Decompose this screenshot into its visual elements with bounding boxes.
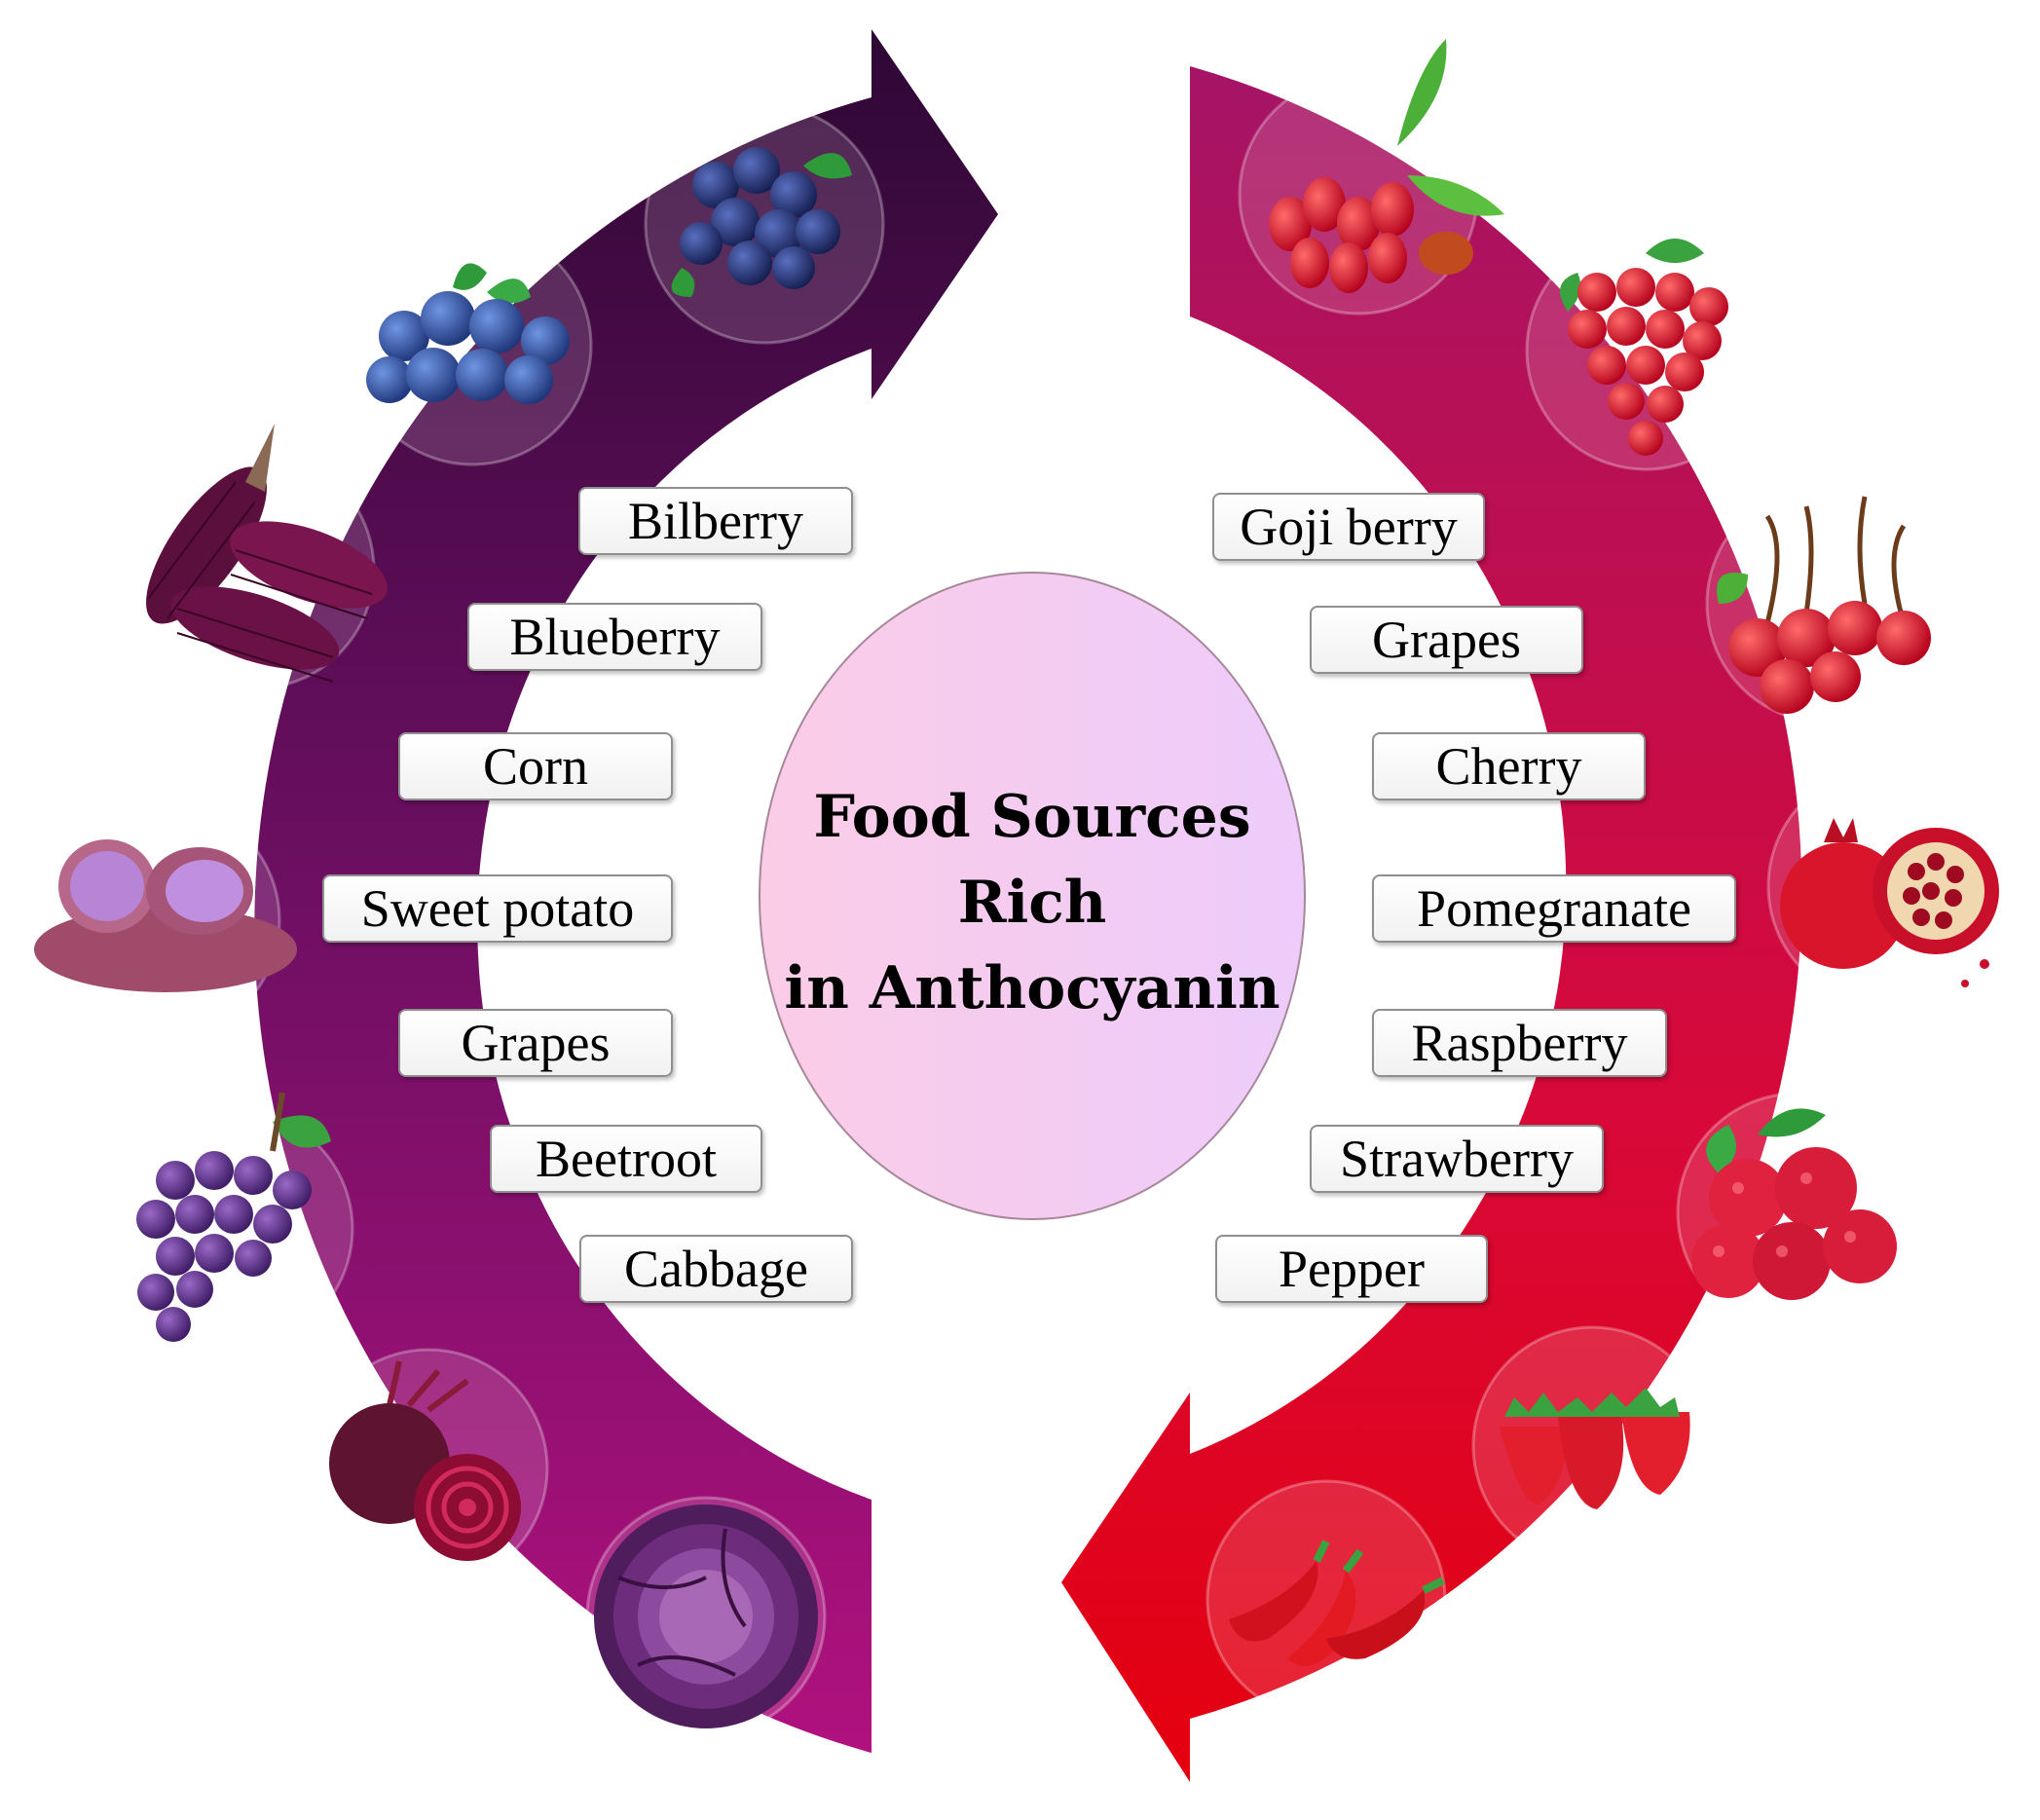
label-bilberry: Bilberry xyxy=(578,487,853,555)
label-sweet-potato: Sweet potato xyxy=(322,874,673,943)
label-beetroot: Beetroot xyxy=(490,1125,762,1193)
label-corn: Corn xyxy=(398,732,673,800)
cherry-icon xyxy=(1705,483,1947,724)
bilberry-icon xyxy=(644,103,885,345)
center-title-line-2: Rich xyxy=(957,869,1107,937)
red-cabbage-icon xyxy=(585,1496,827,1737)
center-title-line-1: Food Sources xyxy=(813,783,1251,851)
strawberry-icon xyxy=(1471,1325,1713,1567)
blueberry-icon xyxy=(352,225,593,466)
right-arc-arrow xyxy=(1061,66,1802,1782)
goji-berry-icon xyxy=(1238,39,1504,316)
label-blueberry: Blueberry xyxy=(467,603,762,671)
label-strawberry: Strawberry xyxy=(1310,1125,1604,1193)
label-cabbage: Cabbage xyxy=(579,1235,853,1303)
label-cherry: Cherry xyxy=(1372,732,1646,800)
center-ellipse xyxy=(759,572,1306,1220)
beetroot-icon xyxy=(308,1348,549,1589)
sweet-potato-icon xyxy=(34,799,297,1041)
label-pepper: Pepper xyxy=(1215,1235,1488,1303)
pomegranate-icon xyxy=(1766,765,2008,1007)
center-title-line-3: in Anthocyanin xyxy=(784,954,1280,1022)
red-grapes-icon xyxy=(1525,230,1766,471)
center-title: Food Sources Rich in Anthocyanin xyxy=(769,774,1295,1031)
label-raspberry: Raspberry xyxy=(1372,1009,1667,1077)
purple-corn-icon xyxy=(134,424,388,690)
label-pomegranate: Pomegranate xyxy=(1372,874,1736,943)
label-grapes-left: Grapes xyxy=(398,1009,673,1077)
label-goji-berry: Goji berry xyxy=(1212,493,1485,561)
pepper-icon xyxy=(1205,1479,1447,1721)
left-arc-arrow xyxy=(254,29,998,1753)
purple-grapes-icon xyxy=(113,1092,354,1350)
label-grapes-right: Grapes xyxy=(1310,606,1583,674)
raspberry-icon xyxy=(1676,1092,1917,1333)
